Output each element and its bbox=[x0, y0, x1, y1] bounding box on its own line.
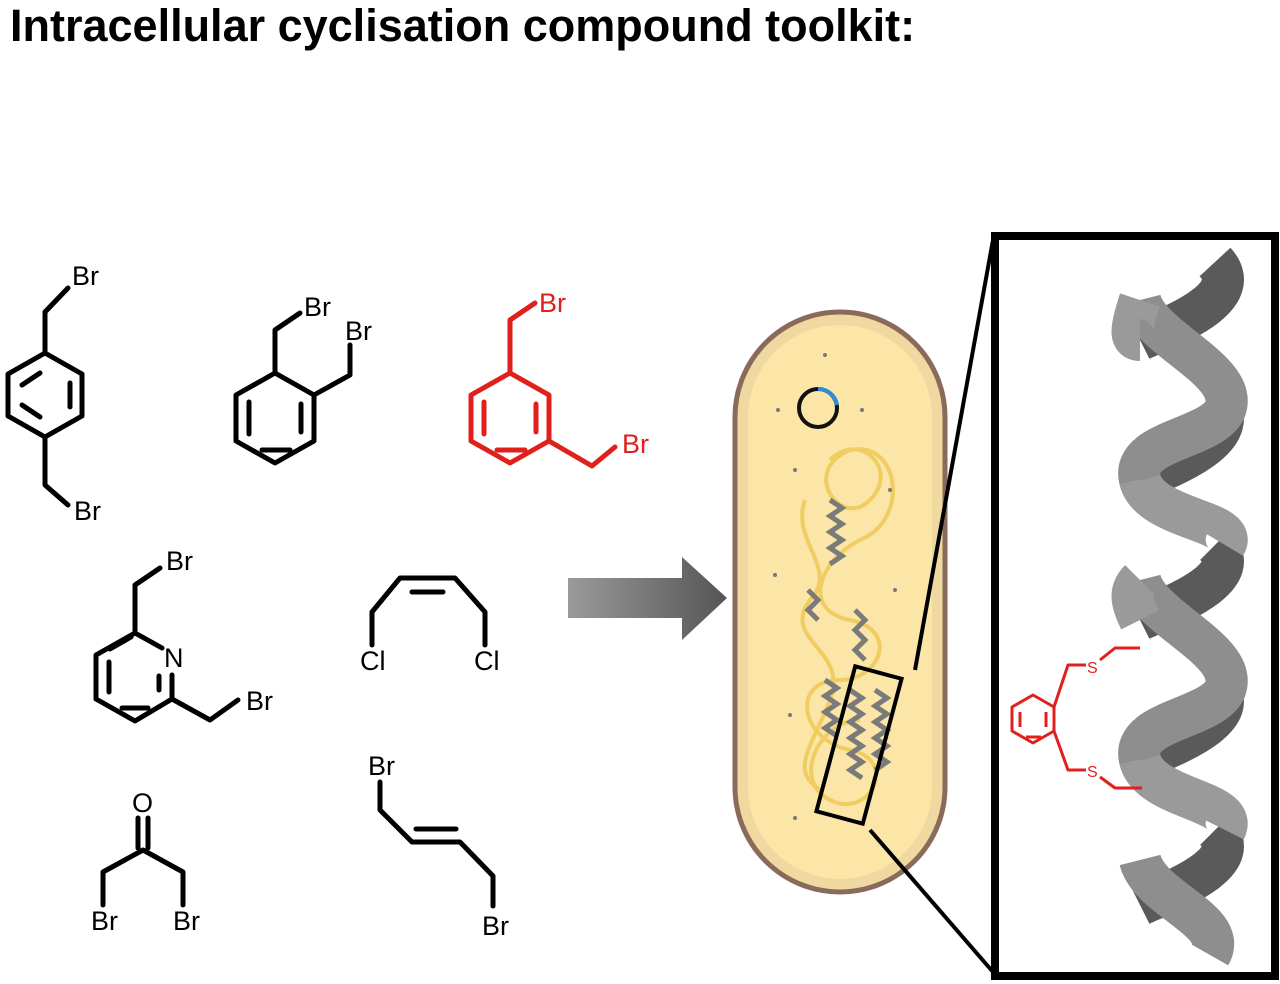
atom-br: Br bbox=[173, 906, 200, 936]
process-arrow bbox=[568, 557, 727, 640]
atom-br: Br bbox=[622, 429, 649, 459]
atom-n: N bbox=[164, 643, 184, 673]
zoom-region bbox=[813, 663, 905, 827]
atom-br: Br bbox=[345, 316, 372, 346]
bacterial-cell bbox=[732, 309, 948, 895]
bis-bromomethyl-pyridine: N Br Br bbox=[93, 546, 273, 724]
peptide-helix bbox=[1111, 247, 1248, 966]
trans-dibromobutene: Br Br bbox=[368, 751, 509, 941]
atom-s: S bbox=[1087, 660, 1098, 677]
atom-cl: Cl bbox=[360, 646, 386, 676]
atom-br: Br bbox=[166, 546, 193, 576]
meta-xylene-staple: S S bbox=[1010, 646, 1142, 790]
atom-br: Br bbox=[74, 496, 101, 526]
atom-br: Br bbox=[368, 751, 395, 781]
atom-br: Br bbox=[91, 906, 118, 936]
ortho-xylylene-dibromide: Br Br bbox=[233, 292, 372, 466]
atom-s: S bbox=[1087, 764, 1098, 781]
dibromoacetone: O Br Br bbox=[91, 788, 200, 936]
meta-xylylene-dibromide: Br Br bbox=[468, 288, 649, 469]
atom-br: Br bbox=[304, 292, 331, 322]
atom-br: Br bbox=[246, 686, 273, 716]
atom-cl: Cl bbox=[474, 646, 500, 676]
atom-br: Br bbox=[482, 911, 509, 941]
atom-br: Br bbox=[72, 261, 99, 291]
atom-br: Br bbox=[539, 288, 566, 318]
cis-dichlorobutene: Cl Cl bbox=[360, 575, 500, 676]
para-xylylene-dibromide: Br Br bbox=[5, 261, 101, 526]
figure-title: Intracellular cyclisation compound toolk… bbox=[10, 0, 916, 51]
atom-o: O bbox=[132, 788, 153, 818]
